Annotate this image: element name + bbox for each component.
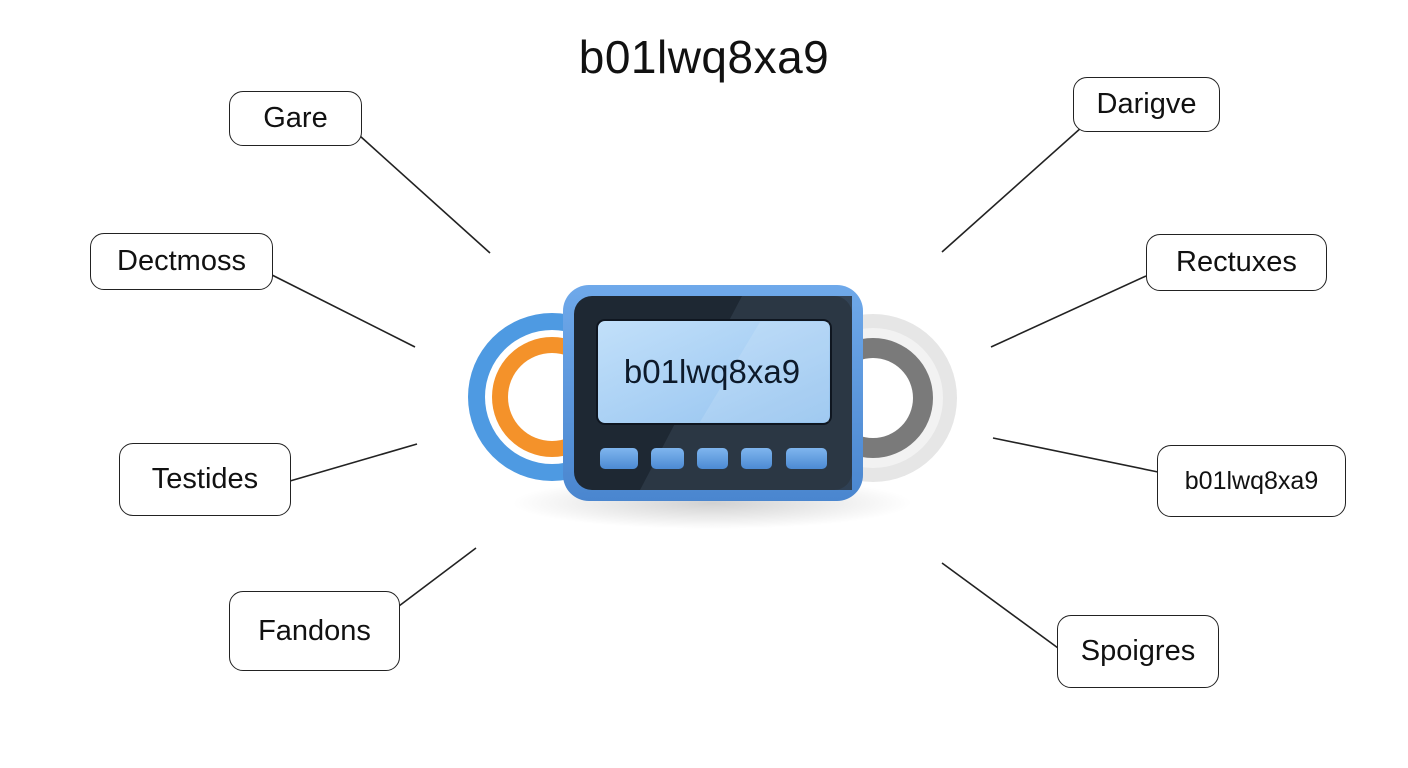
- callout-gare: Gare: [229, 91, 362, 146]
- callout-spoigres: Spoigres: [1057, 615, 1219, 688]
- device-key-4: [741, 448, 772, 469]
- connector-testides: [289, 443, 418, 482]
- connector-gare: [359, 135, 491, 254]
- callout-label: Rectuxes: [1176, 246, 1297, 278]
- device-key-1: [600, 448, 638, 469]
- device-key-5: [786, 448, 827, 469]
- callout-label: Dectmoss: [117, 245, 246, 277]
- connector-darigve: [941, 126, 1083, 253]
- device-screen-text: b01lwq8xa9: [624, 353, 800, 390]
- connector-fandons: [398, 547, 477, 607]
- connector-dectmoss: [271, 274, 416, 348]
- callout-b01lwq8xa9: b01lwq8xa9: [1157, 445, 1346, 517]
- callout-darigve: Darigve: [1073, 77, 1220, 132]
- diagram-title: b01lwq8xa9: [578, 31, 830, 83]
- screen-sheen: [700, 322, 829, 422]
- device-keys: [600, 448, 827, 469]
- connector-rectuxes: [990, 275, 1147, 348]
- callout-label: Spoigres: [1080, 635, 1196, 667]
- callout-label: b01lwq8xa9: [1184, 466, 1319, 495]
- callout-rectuxes: Rectuxes: [1146, 234, 1327, 291]
- device-key-2: [651, 448, 684, 469]
- callout-label: Testides: [151, 463, 259, 495]
- connector-b01lwq8xa9: [992, 437, 1159, 473]
- device-screen: [596, 319, 832, 425]
- device-key-3: [697, 448, 728, 469]
- callout-label: Darigve: [1096, 88, 1197, 120]
- callout-label: Fandons: [258, 614, 371, 647]
- callout-testides: Testides: [119, 443, 291, 516]
- callout-fandons: Fandons: [229, 591, 400, 671]
- callout-dectmoss: Dectmoss: [90, 233, 273, 290]
- callout-label: Gare: [263, 102, 328, 134]
- connector-spoigres: [941, 562, 1059, 649]
